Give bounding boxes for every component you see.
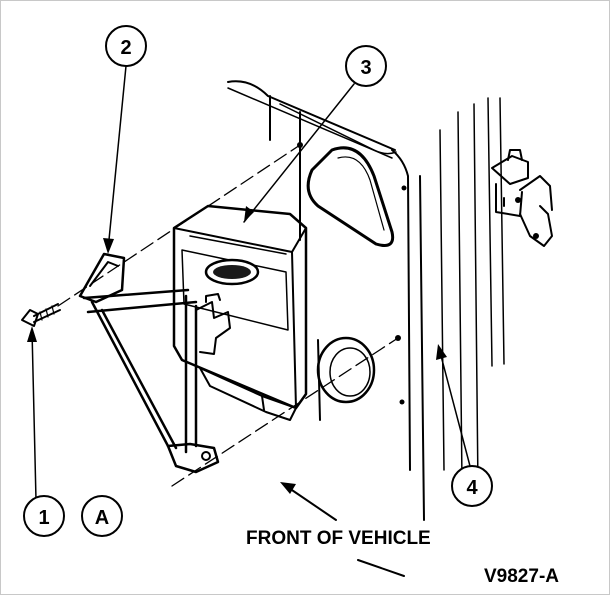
svg-text:1: 1 — [38, 507, 49, 529]
svg-text:2: 2 — [120, 37, 131, 59]
screw — [21, 303, 61, 327]
control-module — [172, 204, 308, 421]
callout-3: 3 — [345, 45, 387, 87]
mounting-bracket — [78, 252, 231, 474]
callout-4: 4 — [451, 465, 493, 507]
figure-code: V9827-A — [484, 566, 559, 587]
svg-text:4: 4 — [466, 477, 478, 499]
arrowheads — [27, 206, 447, 360]
callout-1: 1 — [23, 495, 65, 537]
alignment-lines — [57, 144, 399, 487]
callout-2: 2 — [105, 25, 147, 67]
callout-a: A — [81, 495, 123, 537]
leader-lines — [31, 65, 471, 501]
svg-text:3: 3 — [360, 57, 371, 79]
body-panel — [227, 80, 505, 521]
door-hinge — [491, 149, 553, 247]
svg-text:A: A — [95, 507, 109, 529]
front-arrow — [280, 482, 405, 577]
front-of-vehicle-label: FRONT OF VEHICLE — [246, 528, 431, 549]
